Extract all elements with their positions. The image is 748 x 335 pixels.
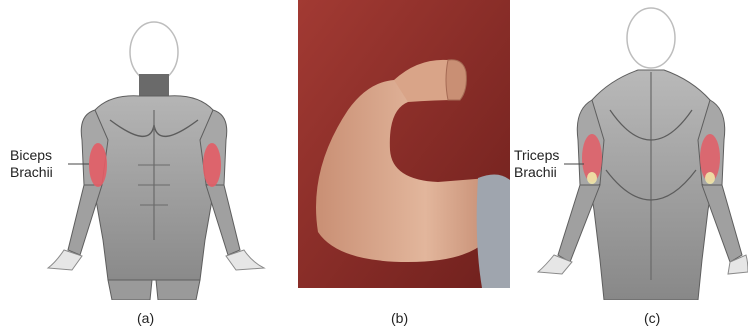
caption-c: (c) [644,310,660,326]
legs [108,280,200,300]
left-biceps-highlight [89,143,107,187]
head-outline-back [627,8,675,68]
right-forearm [206,185,240,255]
flexed-arm-photo-graphic [298,0,510,288]
shirt-sleeve [477,174,510,288]
fist [446,60,466,100]
left-forearm-back [558,185,600,262]
right-forearm-back [702,185,742,262]
caption-a: (a) [137,310,154,326]
caption-b: (b) [391,310,408,326]
triceps-brachii-label: Triceps Brachii [514,147,559,181]
left-forearm [68,185,102,255]
biceps-brachii-label: Biceps Brachii [10,147,53,181]
posterior-body-figure: Triceps Brachii [510,0,748,300]
right-biceps-highlight [203,143,221,187]
flexed-arm-photo [298,0,510,288]
anterior-body-figure: Biceps Brachii [0,0,298,300]
